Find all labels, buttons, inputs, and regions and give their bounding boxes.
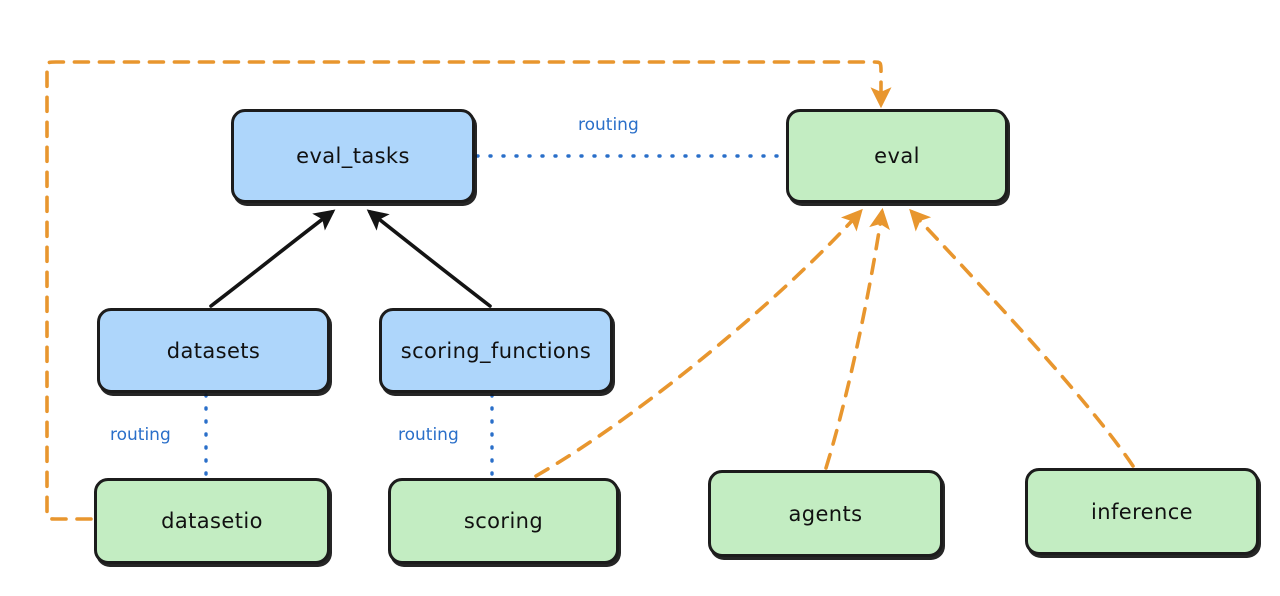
edge-agents-eval — [824, 207, 890, 470]
edge-datasets-eval_tasks — [209, 209, 336, 308]
node-scoring-functions[interactable]: scoring_functions — [379, 308, 613, 393]
node-datasets[interactable]: datasets — [97, 308, 330, 393]
edge-label-routing-scoring: routing — [398, 425, 459, 445]
node-inference[interactable]: inference — [1025, 468, 1259, 555]
node-eval[interactable]: eval — [786, 109, 1008, 203]
node-scoring[interactable]: scoring — [388, 478, 619, 564]
edge-scoring-eval — [534, 208, 863, 478]
edge-inference-eval — [909, 208, 1135, 468]
node-label-scoring: scoring — [463, 509, 544, 533]
node-label-datasetio: datasetio — [161, 509, 263, 533]
edge-label-routing-datasetio: routing — [110, 425, 171, 445]
node-label-datasets: datasets — [166, 338, 261, 363]
node-label-eval: eval — [874, 144, 920, 168]
edge-label-routing-eval: routing — [578, 115, 639, 135]
node-label-scoring-functions: scoring_functions — [400, 338, 592, 363]
edge-datasetio-eval — [45, 60, 892, 521]
node-label-inference: inference — [1091, 499, 1193, 524]
edge-scoring_functions-eval_tasks — [366, 209, 492, 308]
node-label-eval-tasks: eval_tasks — [296, 144, 410, 168]
node-agents[interactable]: agents — [708, 470, 943, 557]
node-datasetio[interactable]: datasetio — [94, 478, 330, 564]
node-label-agents: agents — [788, 501, 863, 526]
node-eval-tasks[interactable]: eval_tasks — [231, 109, 475, 203]
